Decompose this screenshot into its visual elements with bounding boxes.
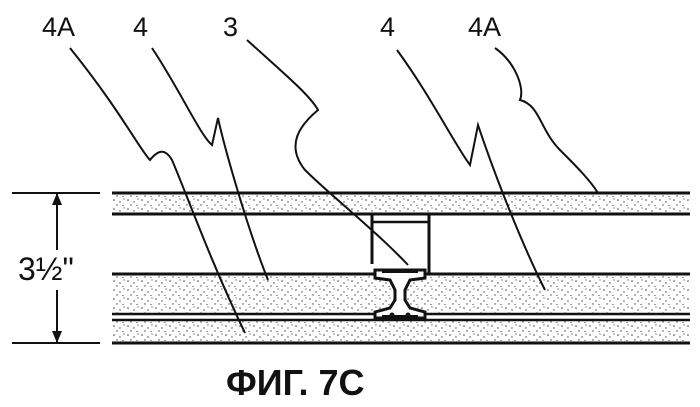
channel-stud [372,214,429,274]
bottom-panel [112,320,690,343]
ref-label-4a-right: 4A [468,12,501,42]
dimension-label: 3½" [18,251,74,287]
figure-caption: ФИГ. 7С [226,362,365,403]
ref-label-4-left: 4 [133,12,148,42]
ref-label-3: 3 [223,12,238,42]
ref-label-4a-left: 4A [42,12,75,42]
ref-label-4-right: 4 [380,12,395,42]
top-panel [112,193,690,214]
